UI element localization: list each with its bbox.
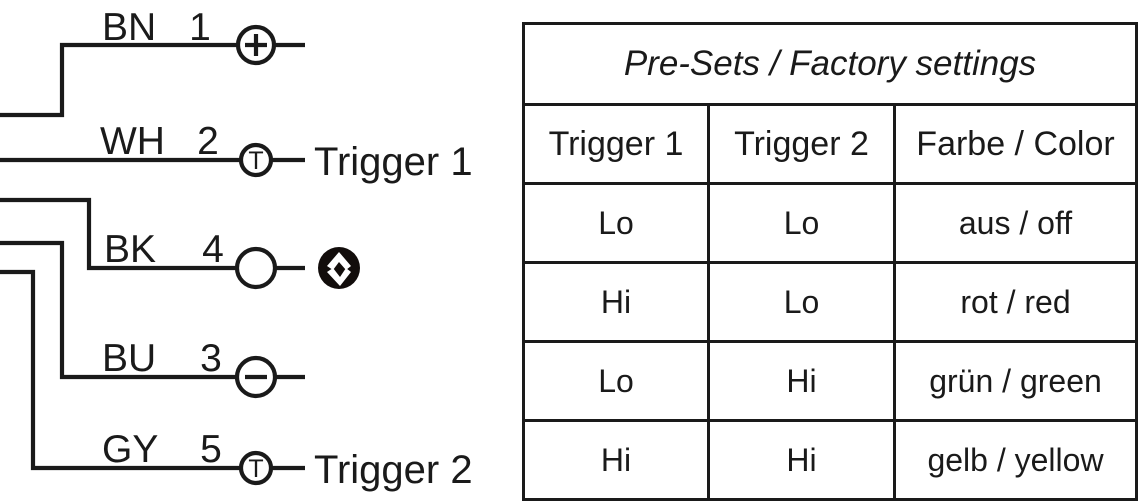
table-caption: Pre-Sets / Factory settings bbox=[521, 22, 1139, 106]
table-caption-row: Pre-Sets / Factory settings bbox=[521, 22, 1139, 106]
trigger-t-glyph-icon-1: T bbox=[248, 147, 263, 175]
pin-number-gy: 5 bbox=[200, 428, 222, 471]
cell-trigger-2: Hi bbox=[707, 419, 896, 501]
cell-color: gelb / yellow bbox=[892, 419, 1139, 501]
trigger-circle-symbol-1 bbox=[238, 142, 274, 178]
wire-path-bn bbox=[0, 42, 238, 118]
plus-glyph-icon bbox=[245, 34, 267, 56]
empty-circle-symbol bbox=[234, 246, 278, 290]
pin-number-bu: 3 bbox=[200, 337, 222, 380]
table-row: Hi Hi gelb / yellow bbox=[522, 419, 1139, 501]
wire-code-wh: WH bbox=[100, 120, 165, 163]
table-row: Lo Hi grün / green bbox=[522, 340, 1139, 422]
pin-number-wh: 2 bbox=[197, 120, 219, 163]
column-header-trigger-1: Trigger 1 bbox=[522, 103, 710, 185]
wire-code-bu: BU bbox=[102, 337, 156, 380]
ac-signal-bolt-icon bbox=[327, 252, 351, 286]
trigger-circle-symbol-2 bbox=[238, 450, 274, 486]
wire-path-gy bbox=[0, 269, 241, 471]
presets-table: Pre-Sets / Factory settings Trigger 1 Tr… bbox=[521, 22, 1139, 501]
pin-number-bn: 1 bbox=[189, 6, 211, 49]
trigger-t-glyph-icon-2: T bbox=[248, 455, 263, 483]
table-row: Lo Lo aus / off bbox=[522, 182, 1139, 264]
table-header-row: Trigger 1 Trigger 2 Farbe / Color bbox=[522, 103, 1139, 185]
column-header-color: Farbe / Color bbox=[892, 103, 1139, 185]
cell-color: grün / green bbox=[892, 340, 1139, 422]
pin-number-bk: 4 bbox=[202, 228, 224, 271]
cell-color: rot / red bbox=[892, 261, 1139, 343]
cell-trigger-1: Hi bbox=[522, 419, 710, 501]
terminal-label-trigger-2: Trigger 2 bbox=[314, 448, 473, 492]
wire-code-gy: GY bbox=[102, 428, 158, 471]
cell-trigger-2: Lo bbox=[707, 261, 896, 343]
wire-code-bn: BN bbox=[102, 6, 156, 49]
wire-path-bu bbox=[0, 240, 237, 380]
table-row: Hi Lo rot / red bbox=[522, 261, 1139, 343]
column-header-trigger-2: Trigger 2 bbox=[707, 103, 896, 185]
wire-code-bk: BK bbox=[104, 228, 156, 271]
wiring-diagram: T T BN WH BK BU GY 1 2 4 3 5 Trigger 1 T… bbox=[0, 6, 473, 492]
terminal-label-trigger-1: Trigger 1 bbox=[314, 140, 473, 184]
wire-path-bk bbox=[0, 197, 237, 271]
cell-trigger-1: Lo bbox=[522, 182, 710, 264]
cell-trigger-1: Lo bbox=[522, 340, 710, 422]
cell-trigger-1: Hi bbox=[522, 261, 710, 343]
cell-trigger-2: Lo bbox=[707, 182, 896, 264]
cell-trigger-2: Hi bbox=[707, 340, 896, 422]
ac-signal-icon bbox=[318, 247, 360, 289]
cell-color: aus / off bbox=[892, 182, 1139, 264]
